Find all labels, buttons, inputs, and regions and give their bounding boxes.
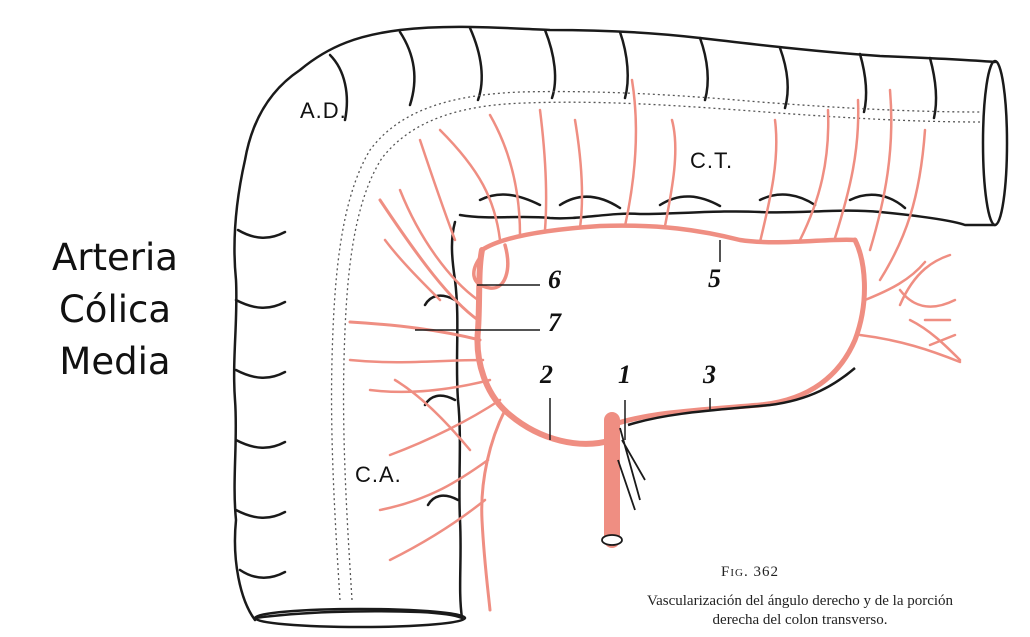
- figure-caption: Vascularización del ángulo derecho y de …: [580, 592, 1020, 630]
- label-6: 6: [548, 265, 561, 295]
- label-5: 5: [708, 264, 721, 294]
- side-title-line2: Cólica: [40, 284, 190, 336]
- label-ad: A.D.: [300, 98, 347, 124]
- side-title: Arteria Cólica Media: [40, 232, 190, 388]
- figure-label: Fig. 362: [660, 564, 840, 581]
- label-2: 2: [540, 360, 553, 390]
- label-ca: C.A.: [355, 462, 402, 488]
- label-3: 3: [703, 360, 716, 390]
- caption-line2: derecha del colon transverso.: [580, 611, 1020, 630]
- caption-line1: Vascularización del ángulo derecho y de …: [580, 592, 1020, 611]
- arteries: [350, 80, 960, 610]
- side-title-line3: Media: [40, 336, 190, 388]
- label-1: 1: [618, 360, 631, 390]
- label-ct: C.T.: [690, 148, 733, 174]
- side-title-line1: Arteria: [40, 232, 190, 284]
- artery-3-outline: [628, 368, 855, 425]
- label-7: 7: [548, 308, 561, 338]
